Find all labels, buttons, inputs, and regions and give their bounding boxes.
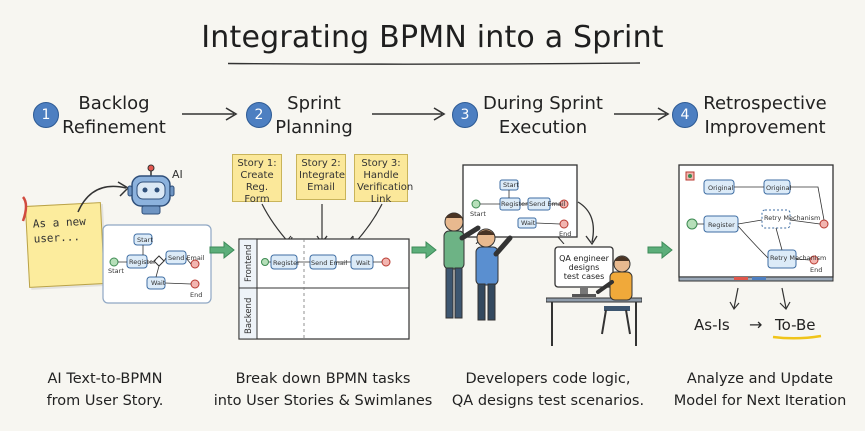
story-2-line2: Integrate: [299, 170, 346, 181]
step-2-title-line2: Planning: [275, 117, 353, 138]
monitor-line-1: QA engineer: [559, 254, 609, 263]
step-1-caption: AI Text-to-BPMN from User Story.: [15, 368, 195, 412]
swimlane-task-register: Register: [273, 259, 300, 267]
story-note-2: Story 2: Integrate Email: [296, 154, 346, 200]
lane-frontend-label: Frontend: [244, 244, 254, 282]
green-arrow-2: [411, 240, 437, 260]
header-arrow-1: [182, 107, 238, 121]
as-is-to-be-arrows: [729, 287, 791, 311]
board4-original-top: Original: [708, 184, 734, 192]
step-2-caption: Break down BPMN tasks into User Stories …: [210, 368, 436, 412]
board4-original-mid: Original: [766, 184, 792, 192]
monitor-line-3: test cases: [563, 272, 605, 281]
diag1-start-label: Start: [108, 267, 124, 275]
generated-bpmn-diagram: Start Register Start Send Email Wait End: [102, 224, 212, 304]
swimlane-task-send-email: Send Email: [311, 259, 348, 267]
board3-send-label: Send Email: [529, 200, 566, 208]
board3-end-label: End: [559, 230, 571, 238]
to-be-underline: [772, 334, 822, 340]
step-4-title-line2: Improvement: [704, 117, 826, 138]
step-3-title: During Sprint Execution: [478, 92, 608, 140]
step-4-caption-line2: Model for Next Iteration: [673, 393, 847, 409]
story-3-line2: Handle: [363, 170, 399, 181]
step-1-number: 1: [33, 102, 59, 128]
step-3-caption-line1: Developers code logic,: [465, 371, 631, 387]
board4-register: Register: [708, 221, 735, 229]
as-is-to-be-arrow: →: [749, 315, 763, 334]
board3-register-label: Register: [501, 200, 528, 208]
step-4-caption-line1: Analyze and Update: [686, 371, 834, 387]
story-2-line3: Email: [307, 182, 335, 193]
qa-monitor: [554, 246, 614, 297]
developers-illustration: [443, 212, 513, 321]
green-arrow-1: [209, 240, 235, 260]
step-1-caption-line1: AI Text-to-BPMN: [47, 371, 163, 387]
step-3-title-line1: During Sprint: [483, 93, 603, 114]
title-underline: [228, 62, 640, 65]
step-3-title-line2: Execution: [498, 117, 588, 138]
page-title: Integrating BPMN into a Sprint: [201, 20, 664, 55]
story-2-line1: Story 2:: [301, 158, 341, 169]
as-is-label: As-Is: [694, 316, 730, 334]
header-arrow-2: [372, 107, 446, 121]
green-arrow-3: [647, 240, 673, 260]
board4-retry-2: Retry Mechanism: [770, 254, 826, 262]
story-to-ai-arrow: [77, 181, 130, 213]
story-3-line1: Story 3:: [361, 158, 401, 169]
step-1-title: Backlog Refinement: [62, 92, 166, 140]
step-3-caption-line2: QA designs test scenarios.: [451, 393, 645, 409]
step-2-title: Sprint Planning: [272, 92, 356, 140]
story-3-line4: Link: [370, 194, 392, 205]
monitor-text: QA engineer designs test cases: [558, 254, 610, 281]
swimlane-task-wait: Wait: [356, 259, 371, 267]
story-note-1: Story 1: Create Reg. Form: [232, 154, 282, 205]
to-be-label: To-Be: [775, 316, 816, 334]
diag1-end-label: End: [190, 291, 202, 299]
board3-top-label: Start: [503, 181, 519, 189]
ai-robot-icon: [127, 164, 175, 215]
story-note-3: Story 3: Handle Verification Link: [354, 154, 414, 205]
ai-label: AI: [172, 168, 183, 181]
step-4-caption: Analyze and Update Model for Next Iterat…: [662, 368, 858, 412]
retrospective-board: Original Original Register Retry Mechani…: [678, 164, 834, 282]
swimlane-diagram: Frontend Backend Register Send Email Wai…: [238, 238, 410, 340]
monitor-line-2: designs: [568, 263, 600, 272]
diag1-wait-label: Wait: [151, 279, 166, 287]
step-4-title: Retrospective Improvement: [700, 92, 830, 140]
step-2-title-line1: Sprint: [287, 93, 341, 114]
qa-engineer-desk-illustration: [546, 255, 642, 346]
story-1-line2: Create: [240, 170, 274, 181]
step-1-title-line2: Refinement: [62, 117, 166, 138]
story-1-line3: Reg.: [245, 182, 269, 193]
board4-end: End: [810, 266, 822, 274]
board3-start-label: Start: [470, 210, 486, 218]
step-3-caption: Developers code logic, QA designs test s…: [440, 368, 656, 412]
sticky-line-2: user...: [33, 230, 81, 246]
lane-backend-label: Backend: [244, 298, 254, 334]
diag1-register-label: Register: [129, 258, 156, 266]
story-1-line1: Story 1:: [237, 158, 277, 169]
diag1-send-label: Send Email: [168, 254, 205, 262]
board3-wait-label: Wait: [521, 219, 536, 227]
step-1-caption-line2: from User Story.: [46, 393, 164, 409]
step-4-title-line1: Retrospective: [703, 93, 827, 114]
step-1-title-line1: Backlog: [78, 93, 150, 114]
story-1-line4: Form: [244, 194, 270, 205]
diag1-top-label: Start: [137, 236, 153, 244]
header-arrow-3: [614, 107, 670, 121]
step-2-caption-line2: into User Stories & Swimlanes: [213, 393, 433, 409]
board-to-monitor-arrow: [577, 201, 598, 246]
step-2-number: 2: [246, 102, 272, 128]
pin-icon: [21, 196, 28, 222]
story-3-line3: Verification: [357, 182, 414, 193]
step-4-number: 4: [672, 102, 698, 128]
board4-retry-1: Retry Mechanism: [764, 214, 820, 222]
whiteboard-diagram: Start Start Register Send Email Wait End: [462, 164, 578, 244]
step-2-caption-line1: Break down BPMN tasks: [235, 371, 411, 387]
step-3-number: 3: [452, 102, 478, 128]
